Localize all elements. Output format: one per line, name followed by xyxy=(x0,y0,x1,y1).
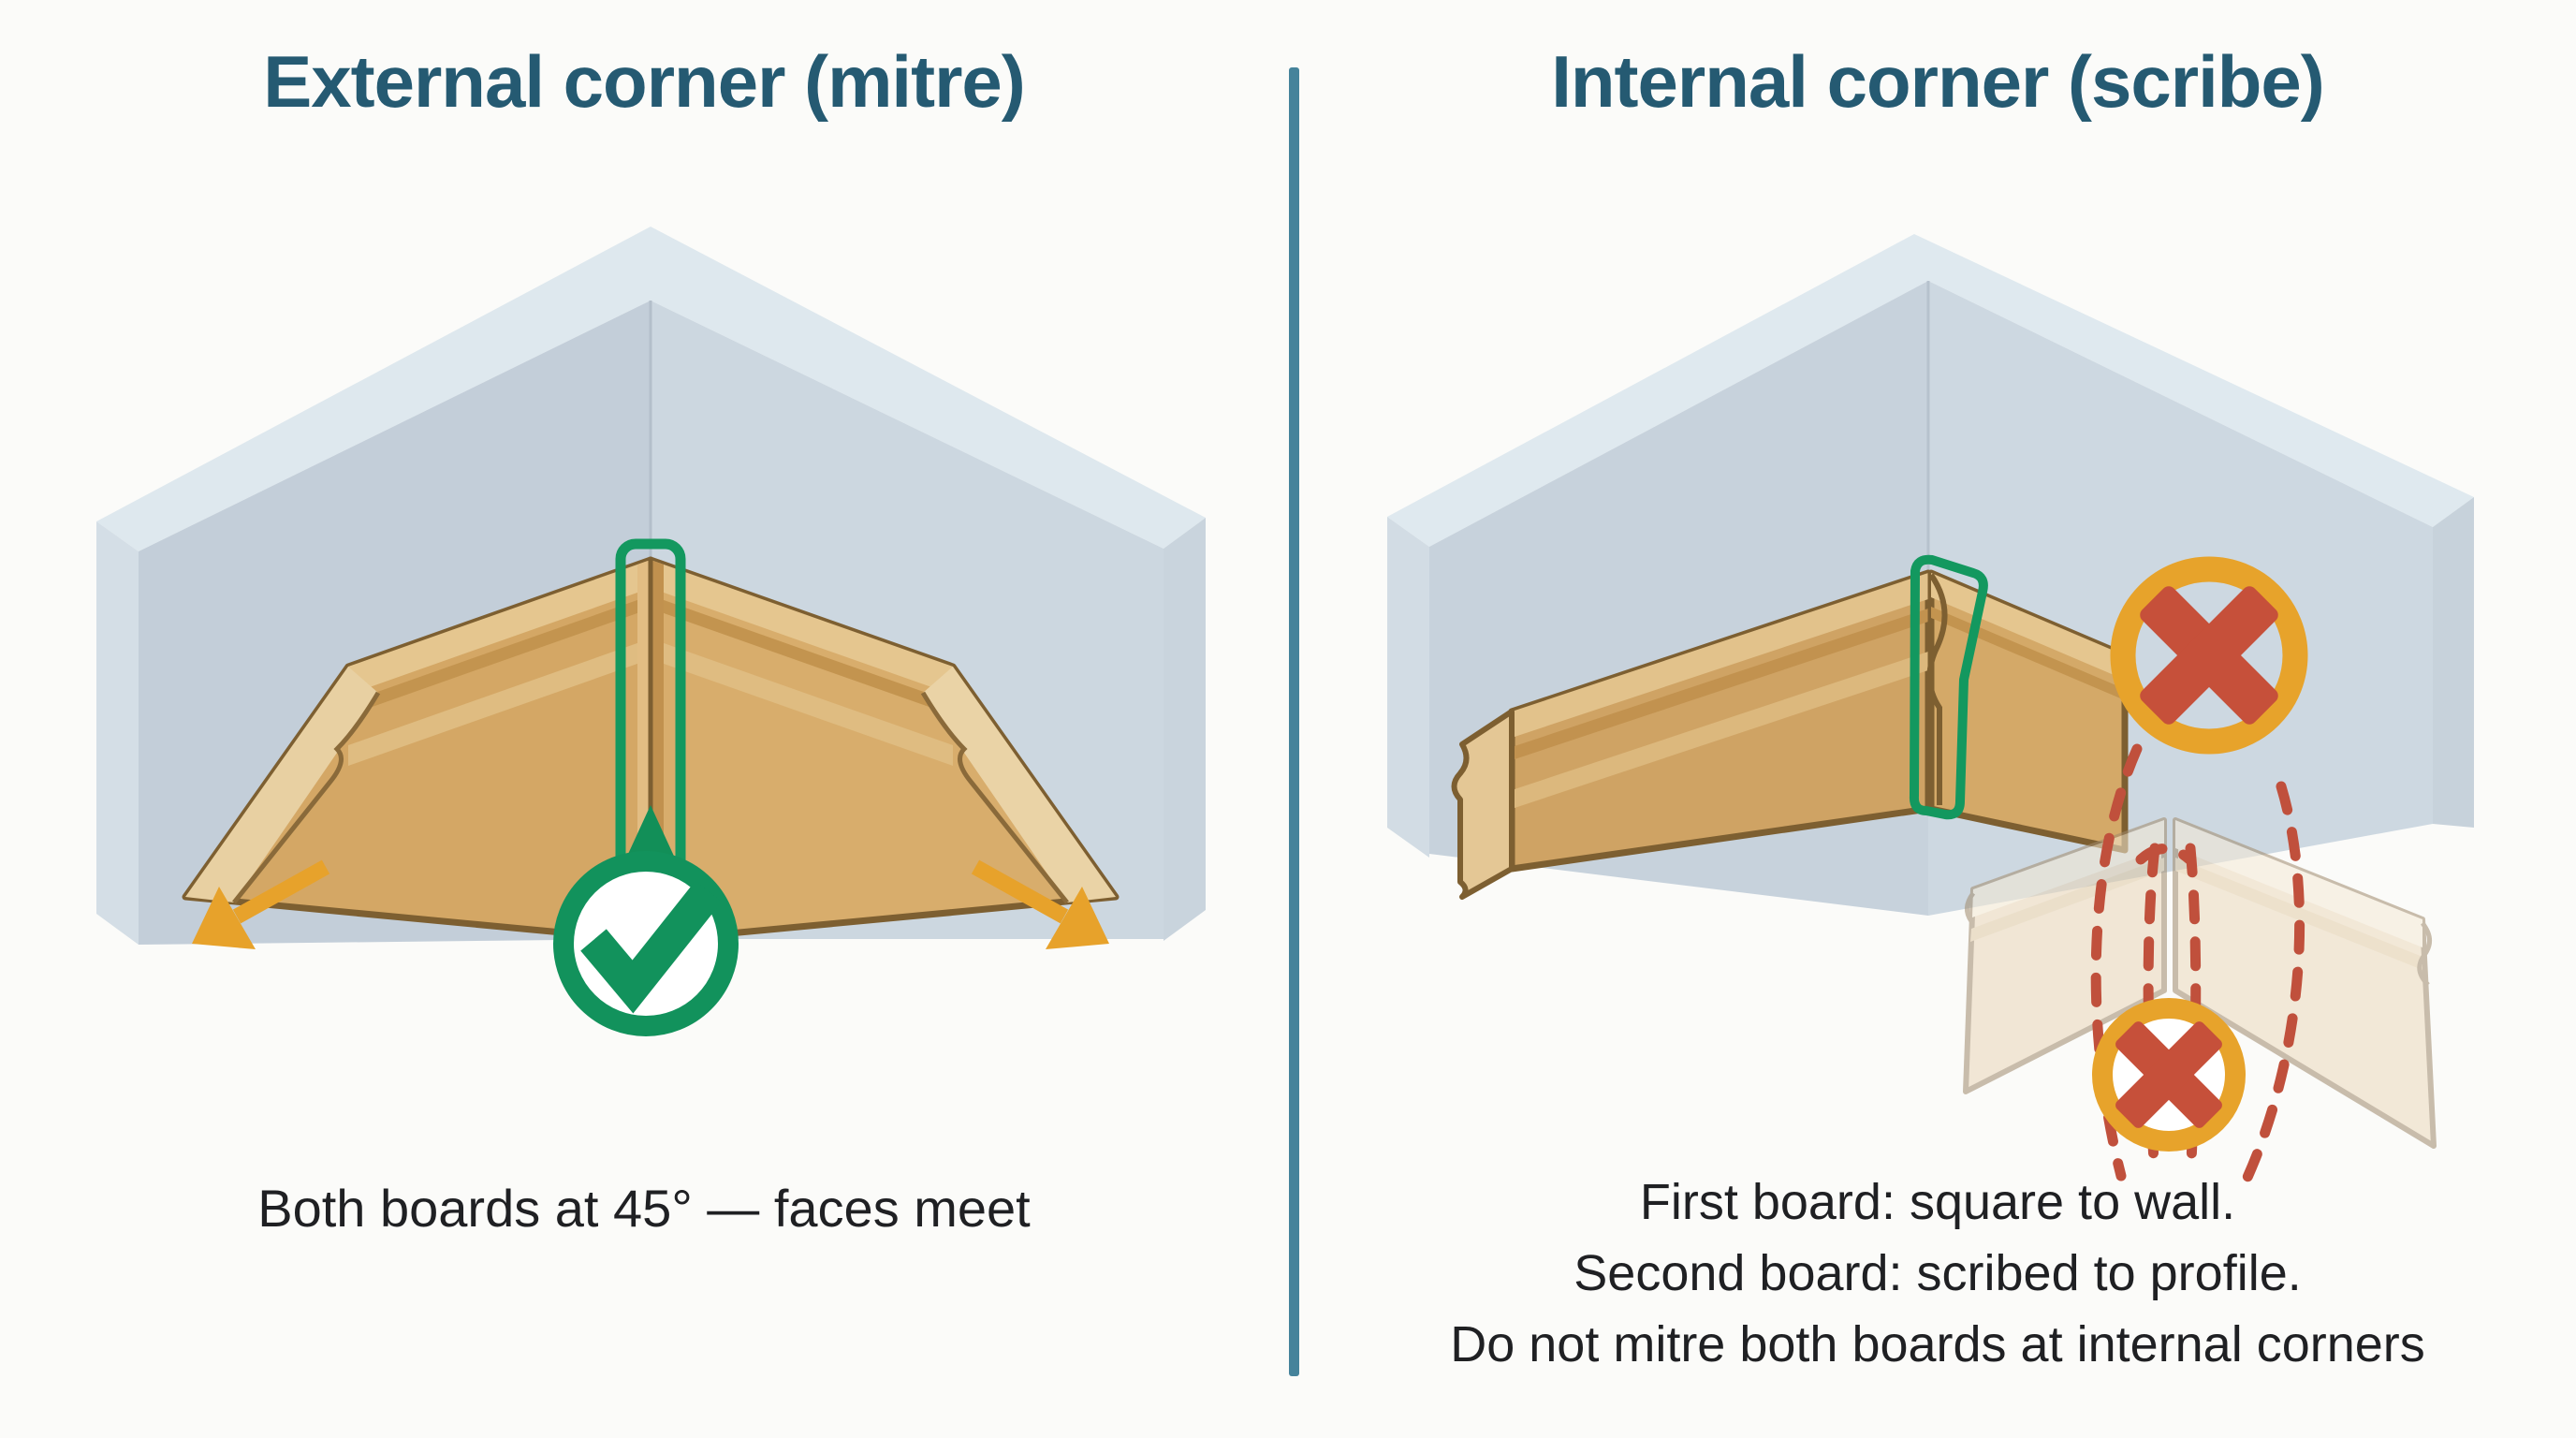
right-caption-line-3: Do not mitre both boards at internal cor… xyxy=(1450,1316,2425,1372)
arrow-down-left-icon xyxy=(192,859,330,949)
right-panel-caption: First board: square to wall. Second boar… xyxy=(1299,1167,2576,1380)
arrow-down-right-icon xyxy=(971,859,1109,949)
cross-circle-bottom-icon xyxy=(2092,998,2246,1152)
right-panel-title: Internal corner (scribe) xyxy=(1551,40,2325,123)
left-panel-caption: Both boards at 45° — faces meet xyxy=(257,1179,1031,1238)
right-caption-line-1: First board: square to wall. xyxy=(1639,1174,2236,1230)
right-caption-line-2: Second board: scribed to profile. xyxy=(1573,1245,2302,1301)
scribe-joint-highlight-icon xyxy=(1909,554,1988,820)
cross-circle-top-icon xyxy=(2110,556,2308,755)
left-panel-title: External corner (mitre) xyxy=(263,40,1026,123)
panel-divider xyxy=(1289,67,1299,1376)
check-circle-icon xyxy=(553,805,739,1036)
mitred-skirting-boards xyxy=(182,556,1120,946)
